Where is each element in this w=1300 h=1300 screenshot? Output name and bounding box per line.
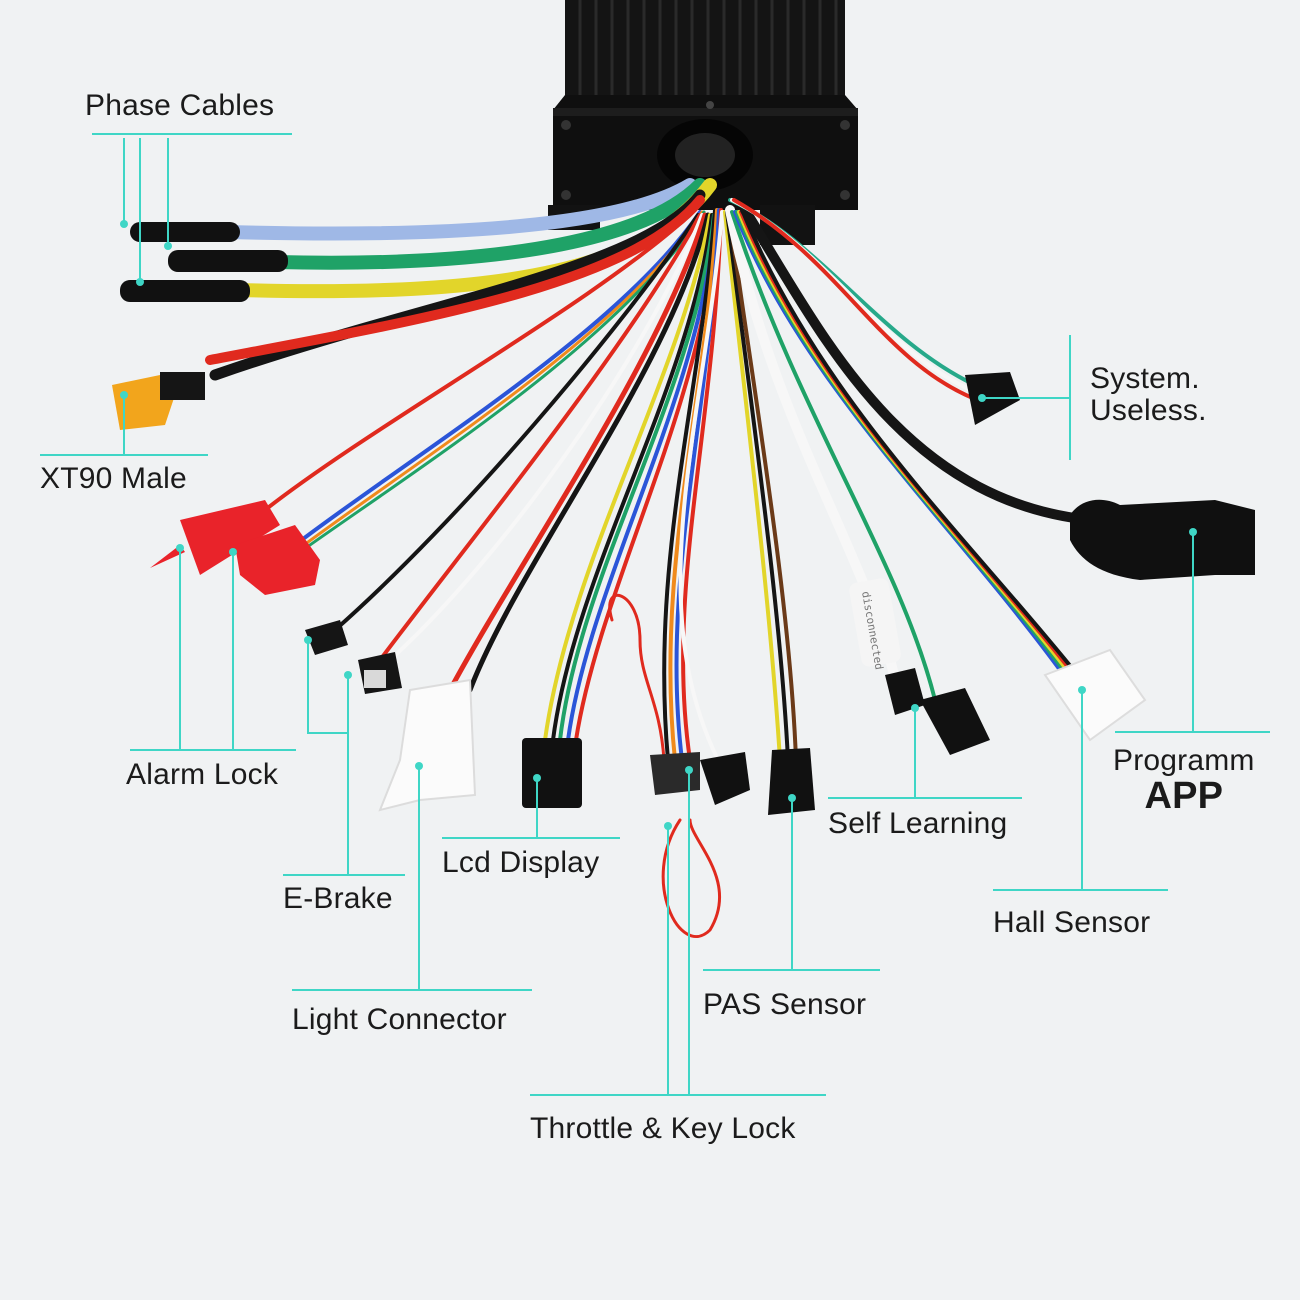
label-pas-sensor: PAS Sensor <box>703 988 867 1021</box>
label-programm-app: Programm APP <box>1113 745 1255 816</box>
label-lcd-display: Lcd Display <box>442 846 600 879</box>
label-self-learning: Self Learning <box>828 807 1008 840</box>
label-system-line2: Useless. <box>1090 393 1207 427</box>
label-light-connector: Light Connector <box>292 1003 507 1036</box>
label-e-brake: E-Brake <box>283 882 393 915</box>
label-app-line2: APP <box>1144 774 1224 817</box>
label-throttle-key-lock: Throttle & Key Lock <box>530 1112 796 1145</box>
label-system-useless: System. Useless. <box>1090 363 1207 426</box>
label-programm-line1: Programm <box>1113 744 1255 777</box>
label-hall-sensor: Hall Sensor <box>993 906 1151 939</box>
wire-bundle <box>205 178 1095 938</box>
callout-lines <box>40 133 1270 1096</box>
label-system-line1: System. <box>1090 362 1200 395</box>
controller-box <box>548 0 858 245</box>
callout-dots <box>120 220 1197 830</box>
label-alarm-lock: Alarm Lock <box>126 758 279 791</box>
label-phase-cables: Phase Cables <box>85 89 275 122</box>
connectors <box>112 222 1255 815</box>
label-xt90-male: XT90 Male <box>40 462 187 495</box>
